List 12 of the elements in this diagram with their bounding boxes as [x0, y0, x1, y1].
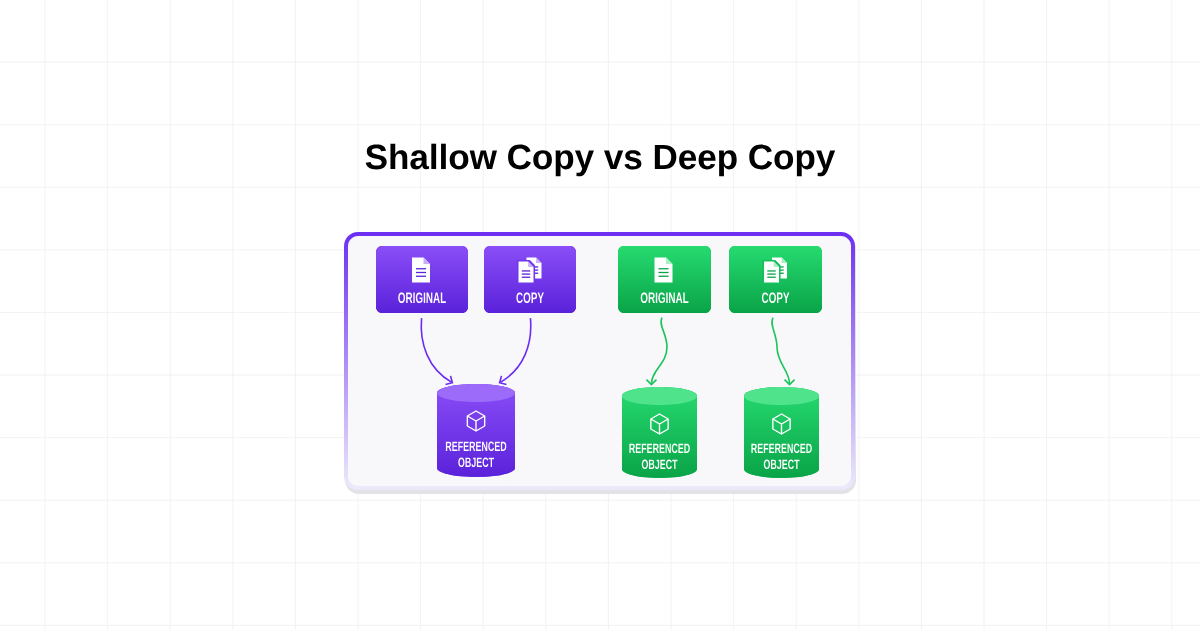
curved-arrow [771, 316, 796, 386]
card: COPY [729, 246, 822, 313]
curved-arrow [420, 317, 454, 386]
card: ORIGINAL [618, 246, 711, 313]
card: COPY [484, 246, 576, 313]
curved-arrow [498, 317, 532, 386]
card: ORIGINAL [376, 246, 468, 313]
title: Shallow Copy vs Deep Copy [365, 143, 836, 177]
cylinder: REFERENCED OBJECT [437, 384, 515, 477]
cylinder: REFERENCED OBJECT [622, 387, 697, 478]
curved-arrow [645, 316, 668, 386]
cylinder: REFERENCED OBJECT [744, 387, 819, 478]
